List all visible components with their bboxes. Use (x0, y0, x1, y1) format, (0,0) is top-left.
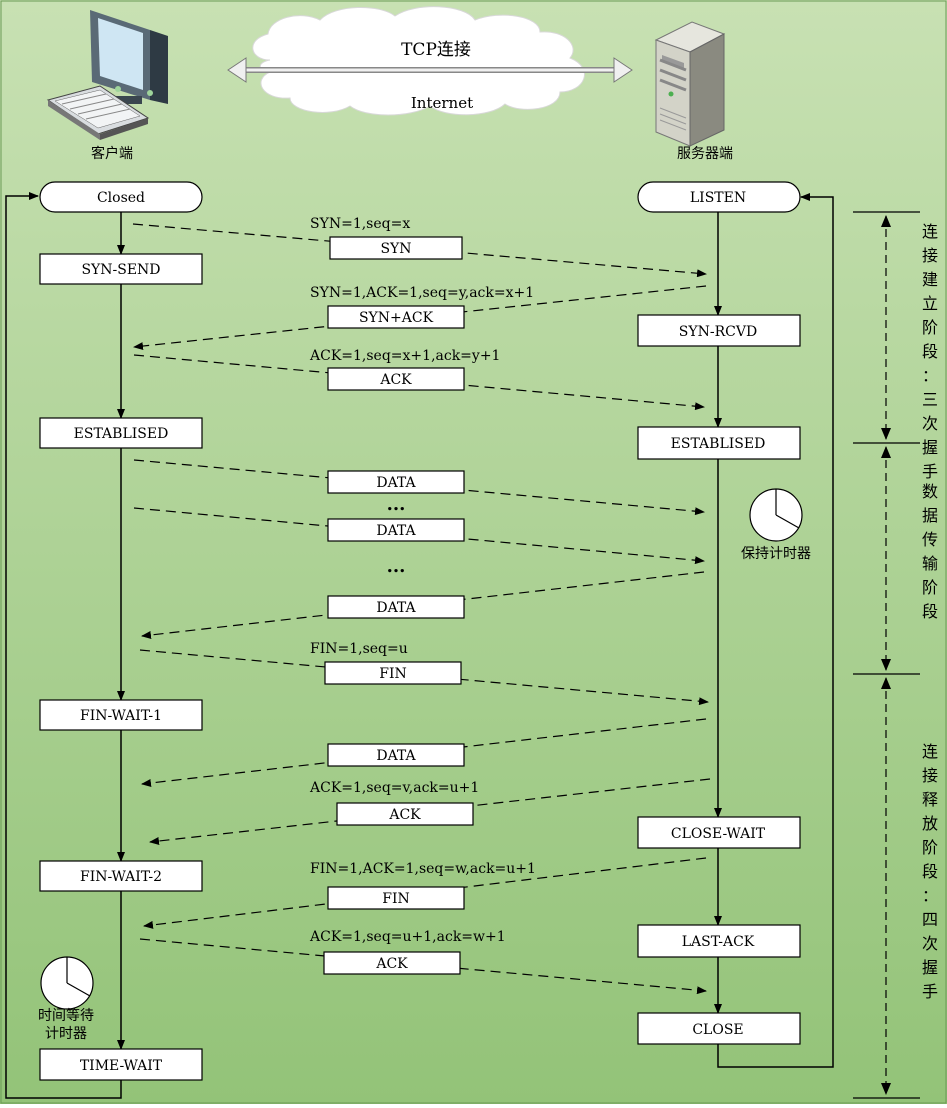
msg-data-3: DATA (327, 595, 465, 619)
keepalive-timer-icon (749, 488, 803, 542)
svg-text:Closed: Closed (97, 190, 145, 206)
annotation-ack-3: ACK=1,seq=u+1,ack=w+1 (309, 929, 506, 945)
msg-fin-1: FIN (324, 661, 462, 685)
svg-text:DATA: DATA (376, 748, 416, 764)
client-computer-icon (46, 10, 168, 140)
ellipsis-2: ... (387, 556, 406, 577)
server-state-last-ack: LAST-ACK (637, 924, 801, 958)
time-wait-timer-icon (40, 956, 94, 1010)
svg-text:SYN+ACK: SYN+ACK (359, 310, 434, 326)
svg-text:ESTABLISED: ESTABLISED (671, 436, 766, 452)
phase-brackets (853, 211, 920, 1099)
client-state-fin-wait-1: FIN-WAIT-1 (39, 699, 203, 731)
msg-syn-ack: SYN+ACK (327, 305, 465, 329)
client-label: 客户端 (91, 145, 133, 162)
svg-text:ACK: ACK (388, 807, 421, 823)
svg-text:SYN-RCVD: SYN-RCVD (679, 324, 757, 340)
server-state-listen: LISTEN (637, 181, 801, 213)
cloud-icon (252, 6, 585, 116)
svg-text:DATA: DATA (376, 475, 416, 491)
server-state-close-wait: CLOSE-WAIT (637, 816, 801, 849)
phase-label-connection-setup: 连接建立阶段：三次握手 (922, 222, 938, 481)
svg-text:DATA: DATA (376, 523, 416, 539)
svg-text:CLOSE-WAIT: CLOSE-WAIT (671, 826, 766, 842)
svg-text:ESTABLISED: ESTABLISED (74, 426, 169, 442)
annotation-syn-ack: SYN=1,ACK=1,seq=y,ack=x+1 (310, 285, 534, 301)
svg-text:FIN: FIN (379, 666, 407, 682)
phase-label-text: 连接建立阶段：三次握手 (922, 222, 938, 481)
annotation-ack-1: ACK=1,seq=x+1,ack=y+1 (309, 348, 500, 364)
svg-text:SYN: SYN (380, 241, 411, 257)
phase-label-connection-release: 连接释放阶段：四次握手 (922, 742, 938, 1001)
svg-text:ACK: ACK (375, 956, 408, 972)
keepalive-timer-label: 保持计时器 (741, 546, 811, 562)
tcp-link-right-arrow (613, 57, 633, 83)
phase-label-text: 数据传输阶段 (922, 482, 938, 621)
server-state-established: ESTABLISED (637, 426, 801, 460)
server-state-close: CLOSE (637, 1012, 801, 1045)
phase-label-text: 连接释放阶段：四次握手 (922, 742, 938, 1001)
client-state-established: ESTABLISED (39, 417, 203, 449)
time-wait-timer-label-2: 计时器 (45, 1026, 87, 1042)
svg-text:LAST-ACK: LAST-ACK (682, 934, 755, 950)
msg-ack-3: ACK (323, 951, 461, 975)
ellipsis-1: ... (387, 494, 406, 515)
annotation-fin-2: FIN=1,ACK=1,seq=w,ack=u+1 (310, 861, 536, 877)
svg-text:CLOSE: CLOSE (692, 1022, 743, 1038)
msg-fin-2: FIN (327, 886, 465, 910)
annotation-syn: SYN=1,seq=x (310, 216, 410, 232)
svg-text:TIME-WAIT: TIME-WAIT (80, 1058, 163, 1074)
msg-data-2: DATA (327, 518, 465, 542)
svg-text:DATA: DATA (376, 600, 416, 616)
svg-text:ACK: ACK (379, 372, 412, 388)
server-icon (654, 21, 726, 147)
svg-text:LISTEN: LISTEN (690, 190, 746, 206)
client-state-time-wait: TIME-WAIT (39, 1048, 203, 1081)
svg-text:FIN-WAIT-2: FIN-WAIT-2 (80, 869, 162, 885)
annotation-fin-1: FIN=1,seq=u (310, 641, 408, 657)
server-label: 服务器端 (677, 146, 733, 162)
msg-syn: SYN (329, 236, 463, 260)
msg-ack-1: ACK (327, 367, 465, 391)
svg-text:SYN-SEND: SYN-SEND (81, 262, 160, 278)
msg-data-4: DATA (327, 743, 465, 767)
cloud-bottom-label: Internet (411, 94, 473, 112)
phase-label-data-transfer: 数据传输阶段 (922, 482, 938, 621)
tcp-link-left-arrow (227, 57, 247, 83)
client-state-syn-send: SYN-SEND (39, 253, 203, 285)
msg-data-1: DATA (327, 470, 465, 494)
annotation-ack-2: ACK=1,seq=v,ack=u+1 (309, 780, 479, 796)
cloud-top-label: TCP连接 (401, 40, 471, 60)
client-state-fin-wait-2: FIN-WAIT-2 (39, 860, 203, 892)
server-state-syn-rcvd: SYN-RCVD (637, 314, 801, 347)
svg-text:FIN-WAIT-1: FIN-WAIT-1 (80, 708, 162, 724)
lifelines (5, 192, 834, 1099)
time-wait-timer-label-1: 时间等待 (38, 1007, 94, 1024)
svg-text:FIN: FIN (382, 891, 410, 907)
client-state-closed: Closed (39, 181, 203, 213)
msg-ack-2: ACK (336, 802, 474, 826)
